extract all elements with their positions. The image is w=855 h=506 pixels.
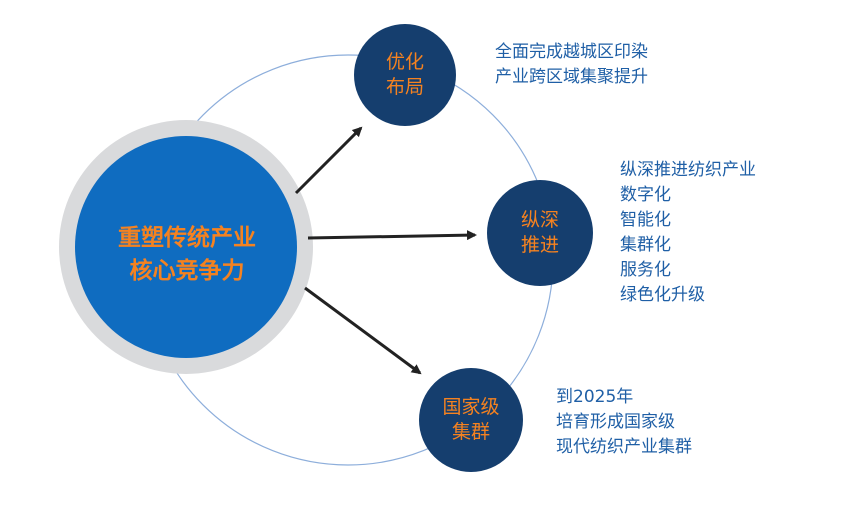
node-layout-title: 优化 布局	[355, 50, 455, 100]
center-title-line-1: 重塑传统产业	[118, 225, 256, 251]
arrow-to-advance	[307, 230, 477, 241]
node-layout-description: 全面完成越城区印染 产业跨区域集聚提升	[495, 40, 648, 90]
node-cluster-desc-line-2: 培育形成国家级	[556, 412, 675, 432]
node-cluster-title-line-2: 集群	[451, 421, 490, 443]
node-advance-desc-line-2: 数字化	[620, 185, 671, 205]
node-layout-title-line-1: 优化	[385, 51, 424, 73]
node-cluster-title-line-1: 国家级	[442, 396, 500, 418]
node-advance-circle	[487, 180, 593, 286]
node-advance-desc-line-1: 纵深推进纺织产业	[620, 160, 756, 180]
node-advance-desc-line-4: 集群化	[620, 235, 671, 255]
node-advance-title: 纵深 推进	[490, 208, 590, 258]
arrow-to-layout	[294, 126, 363, 195]
node-cluster-desc-line-1: 到2025年	[556, 387, 634, 407]
node-advance-title-line-1: 纵深	[520, 209, 559, 231]
center-title-line-2: 核心竞争力	[129, 258, 245, 284]
node-cluster-desc-line-3: 现代纺织产业集群	[556, 437, 692, 457]
node-layout-desc-line-1: 全面完成越城区印染	[495, 42, 648, 62]
node-layout-desc-line-2: 产业跨区域集聚提升	[495, 67, 648, 87]
node-advance-desc-line-5: 服务化	[620, 260, 671, 280]
node-advance-title-line-2: 推进	[520, 234, 559, 256]
node-advance-desc-line-3: 智能化	[620, 210, 671, 230]
arrow-to-cluster	[304, 286, 422, 375]
node-cluster-description: 到2025年 培育形成国家级 现代纺织产业集群	[556, 385, 692, 460]
node-cluster-title: 国家级 集群	[421, 395, 521, 445]
node-cluster-circle	[419, 368, 523, 472]
center-title: 重塑传统产业 核心竞争力	[82, 222, 292, 288]
node-advance-desc-line-6: 绿色化升级	[620, 285, 705, 305]
node-layout-circle	[354, 24, 456, 126]
node-advance-description: 纵深推进纺织产业 数字化 智能化 集群化 服务化 绿色化升级	[620, 158, 756, 308]
node-layout-title-line-2: 布局	[385, 76, 424, 98]
center-circle	[75, 136, 297, 358]
